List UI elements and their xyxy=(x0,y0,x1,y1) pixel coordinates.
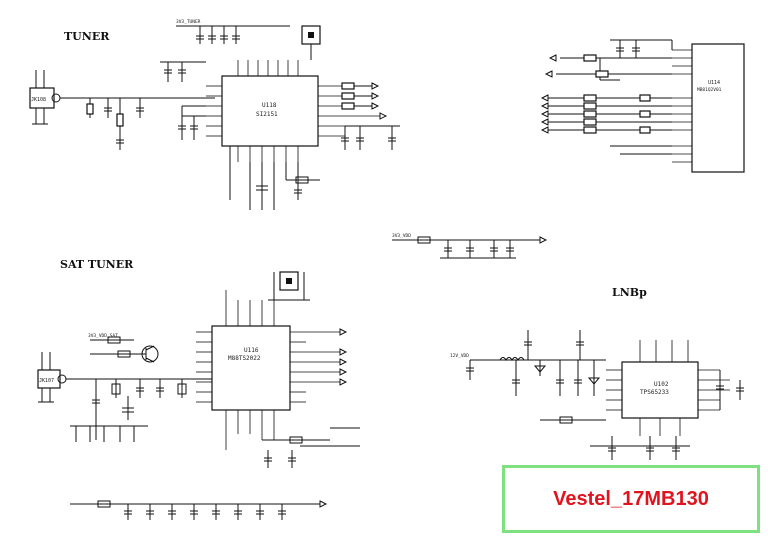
sat-tuner-ic-ref: U116 xyxy=(244,347,259,354)
section-title-sat-tuner: SAT TUNER xyxy=(60,258,134,271)
lnb-supply-net: 12V_VDD xyxy=(450,353,469,359)
lnb-controller-part: TPS65233 xyxy=(640,389,669,396)
tuner-bottom-passives xyxy=(229,146,320,210)
eeprom-ic-part: MB81Q2V01 xyxy=(697,87,722,93)
sat-tuner-ic: U116 M88TS2022 xyxy=(211,325,291,411)
title-block-label: Vestel_17MB130 xyxy=(553,487,709,510)
vdd-net-label: 3V3_VDD xyxy=(392,233,411,239)
sat-tuner-ic-part: M88TS2022 xyxy=(228,355,261,362)
section-title-tuner: TUNER xyxy=(64,30,110,43)
tuner-ic-ref: U118 xyxy=(262,102,277,109)
sat-bottom-passives xyxy=(262,427,360,468)
section-title-lnbp: LNBp xyxy=(612,286,647,299)
sat-input-filter xyxy=(70,379,187,442)
tuner-crystal xyxy=(301,25,321,60)
eeprom-signal-lines xyxy=(548,39,673,155)
tuner-supply-caps xyxy=(196,26,240,44)
rf-input-ref: JK108 xyxy=(31,97,46,103)
sat-crystal xyxy=(268,271,310,301)
lnb-inductor-and-diodes xyxy=(466,330,744,460)
lnb-controller-ic: U102 TPS65233 xyxy=(621,361,699,419)
tuner-ic-part: SI2151 xyxy=(256,111,278,118)
lnb-controller-ref: U102 xyxy=(654,381,669,388)
tuner-ic: U118 SI2151 xyxy=(221,75,319,147)
tuner-input-passives xyxy=(160,61,206,140)
eeprom-ic: U114 MB81Q2V01 xyxy=(691,43,745,173)
sat-output-arrows xyxy=(339,328,348,386)
sat-supply-rail xyxy=(70,500,328,520)
title-block: Vestel_17MB130 xyxy=(502,465,760,533)
tuner-decoupling-caps xyxy=(341,125,400,150)
eeprom-series-resistors xyxy=(540,54,651,134)
eeprom-ic-ref: U114 xyxy=(708,80,720,86)
rf-input-filter xyxy=(86,98,144,150)
sat-input-ref: JK107 xyxy=(39,378,54,384)
sat-supply-net: 3V3_VDD_SAT xyxy=(88,333,118,339)
sat-input-connector: JK107 xyxy=(37,352,67,403)
tuner-output-resistors xyxy=(341,82,388,120)
vdd-regulator-block xyxy=(392,236,548,259)
tuner-supply-net: 3V3_TUNER xyxy=(176,19,201,25)
rf-input-connector: JK108 xyxy=(29,70,61,125)
sat-agc-transistor xyxy=(90,336,159,363)
